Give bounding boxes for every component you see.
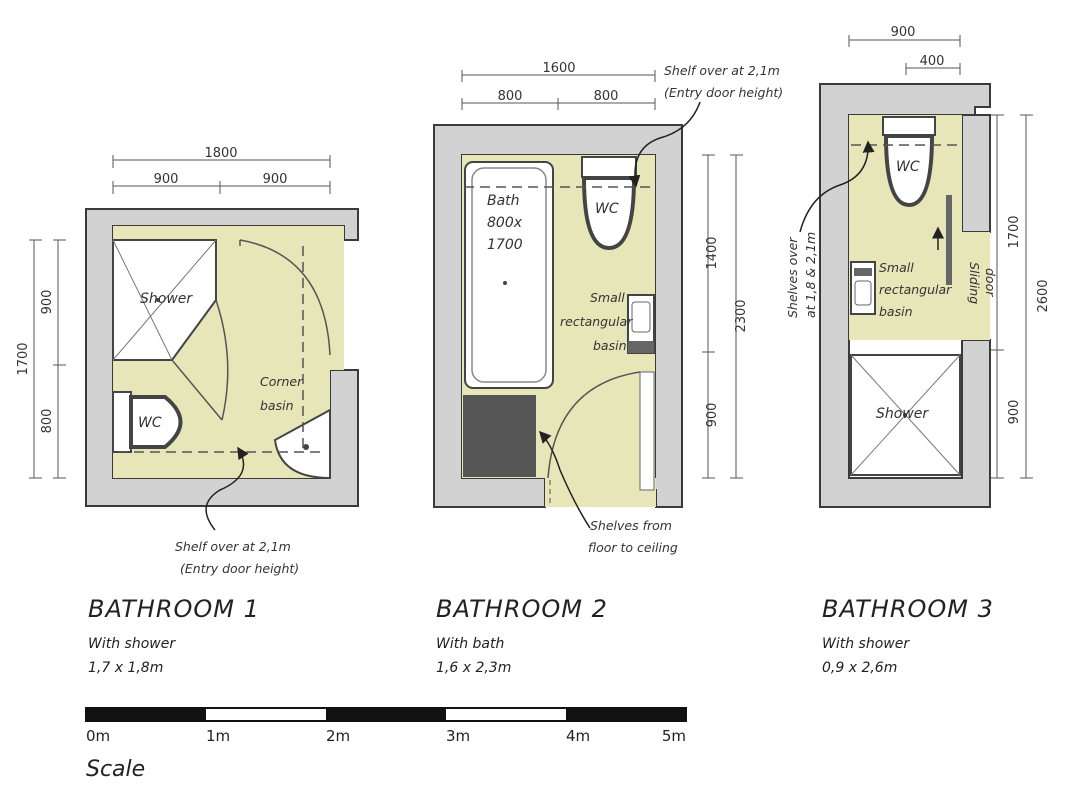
bathroom-3-basin-label-3: basin <box>879 304 913 319</box>
bathroom-2-dim-width-b: 800 <box>594 89 619 104</box>
bathroom-3-title: BATHROOM 3 <box>822 595 994 623</box>
bathroom-2-note-top-line-2: (Entry door height) <box>664 85 783 100</box>
bathroom-1-size: 1,7 x 1,8m <box>88 660 163 676</box>
bathroom-1-title: BATHROOM 1 <box>88 595 260 623</box>
scale-segment-5 <box>566 708 686 721</box>
bathroom-1-dim-height-b: 800 <box>40 409 55 434</box>
bathroom-3-door-label-1: Sliding <box>967 262 982 304</box>
bathroom-1-dim-total-height: 1700 <box>16 342 31 375</box>
bathroom-2-plan <box>433 70 743 529</box>
bathroom-2-dim-height-b: 900 <box>705 403 720 428</box>
bathroom-3-basin-label-2: rectangular <box>879 282 952 297</box>
bathroom-3-subtitle: With shower <box>822 636 910 652</box>
bathroom-3-size: 0,9 x 2,6m <box>822 660 897 676</box>
bathroom-1-basin-label-2: basin <box>260 398 294 413</box>
bathroom-2-dim-width-a: 800 <box>498 89 523 104</box>
scale-tick-3: 3m <box>446 727 470 745</box>
bathroom-2-size: 1,6 x 2,3m <box>436 660 511 676</box>
bathroom-3-basin-label-1: Small <box>879 260 914 275</box>
bathroom-2-subtitle: With bath <box>436 636 504 652</box>
bathroom-2-bath-label-3: 1700 <box>487 237 523 253</box>
bathroom-3-wc-label: WC <box>896 159 920 175</box>
scale-segment-3 <box>326 708 446 721</box>
bathroom-1-wc-cistern <box>112 391 132 453</box>
scale-tick-1: 1m <box>206 727 230 745</box>
bathroom-1-plan <box>29 155 359 531</box>
bathroom-2-door-swing <box>547 371 641 479</box>
bathroom-2-bathtub <box>464 161 554 389</box>
bathroom-2-dim-total-height: 2300 <box>734 299 749 332</box>
bathroom-3-dim-total-width: 900 <box>891 25 916 40</box>
bathroom-3-walls <box>819 83 991 508</box>
bathroom-2-basin-label-2: rectangular <box>560 314 633 329</box>
bathroom-3-dim-width-a: 400 <box>920 54 945 69</box>
bathroom-2-dim-height-a: 1400 <box>705 236 720 269</box>
bathroom-2-note-bottom-line-1: Shelves from <box>590 518 672 533</box>
bathroom-2-basin-label-1: Small <box>590 290 625 305</box>
bathroom-2-note-bottom-line-2: floor to ceiling <box>588 540 678 555</box>
bathroom-1-note-line-1: Shelf over at 2,1m <box>175 539 291 554</box>
bathroom-2-bath-label-1: Bath <box>487 193 520 209</box>
bathroom-1-dim-total-width: 1800 <box>204 146 237 161</box>
bathroom-1-shower-label: Shower <box>140 291 193 307</box>
bathroom-3-wc-bowl <box>883 134 935 208</box>
bathroom-1-dim-width-b: 900 <box>263 172 288 187</box>
bathroom-3-note-line-1: Shelves over <box>785 237 800 318</box>
bathroom-2-title: BATHROOM 2 <box>436 595 608 623</box>
bathroom-2-bath-label-2: 800x <box>487 215 523 231</box>
bathroom-3-wc-cistern <box>882 116 936 136</box>
bathroom-1-note-line-2: (Entry door height) <box>180 561 299 576</box>
scale-segment-1 <box>86 708 206 721</box>
bathroom-2-wc-bowl <box>581 176 637 251</box>
bathroom-3-dim-height-b: 900 <box>1007 400 1022 425</box>
scale-label: Scale <box>86 757 145 782</box>
bathroom-3-plan <box>799 35 1033 508</box>
bathroom-2-floor-mat <box>463 395 536 477</box>
bathroom-1-basin-label-1: Corner <box>260 374 303 389</box>
bathroom-2-dim-total-width: 1600 <box>542 61 575 76</box>
bathroom-3-door-label-2: door <box>983 268 998 297</box>
bathroom-1-wc-bowl <box>129 395 183 449</box>
bathroom-1-subtitle: With shower <box>88 636 176 652</box>
bathroom-1-dim-height-a: 900 <box>40 290 55 315</box>
bathroom-2-basin-label-3: basin <box>593 338 627 353</box>
scale-bar <box>85 707 687 722</box>
bathroom-3-note-line-2: at 1,8 & 2,1m <box>803 232 818 318</box>
bathroom-3-shower-label: Shower <box>876 406 929 422</box>
bathroom-2-wc-label: WC <box>595 201 619 217</box>
scale-tick-4: 4m <box>566 727 590 745</box>
scale-tick-5: 5m <box>662 727 686 745</box>
bathroom-1-dim-width-a: 900 <box>154 172 179 187</box>
bathroom-1-door-swing <box>239 239 331 356</box>
bathroom-2-wc-cistern <box>581 156 637 178</box>
scale-tick-2: 2m <box>326 727 350 745</box>
bathroom-3-sliding-door <box>946 195 952 285</box>
bathroom-2-note-top-line-1: Shelf over at 2,1m <box>664 63 780 78</box>
bathroom-3-dim-height-a: 1700 <box>1007 215 1022 248</box>
bathroom-1-wc-label: WC <box>138 415 162 431</box>
bathroom-3-dim-total-height: 2600 <box>1036 279 1051 312</box>
scale-tick-0: 0m <box>86 727 110 745</box>
